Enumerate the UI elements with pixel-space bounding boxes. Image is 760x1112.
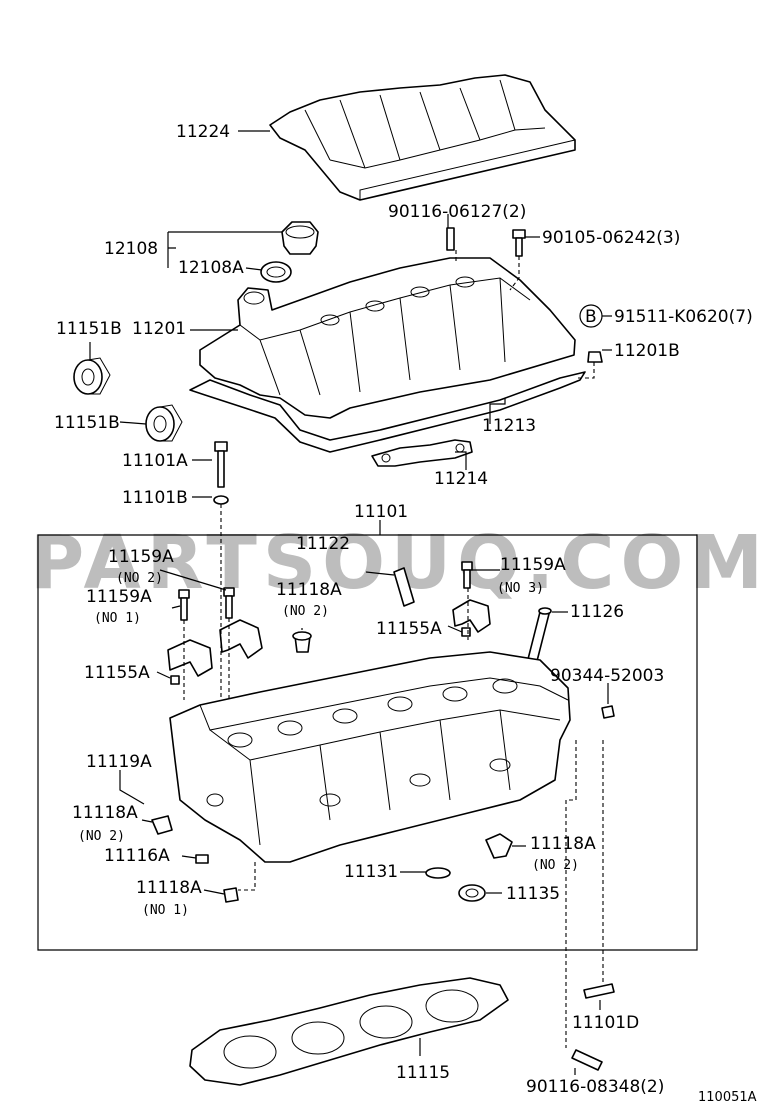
label-11151B-upper: 11151B — [56, 319, 122, 339]
cam-cap-11155A-left-part[interactable] — [167, 619, 263, 685]
label-11101: 11101 — [354, 502, 408, 522]
part-labels: 11224 90116-06127(2) 90105-06242(3) 1210… — [54, 122, 757, 1105]
label-11151B-lower: 11151B — [54, 413, 120, 433]
oil-filler-gasket-part[interactable] — [260, 261, 292, 283]
label-11115: 11115 — [396, 1063, 450, 1083]
label-11118A-bottom: 11118A — [136, 878, 202, 898]
label-11213: 11213 — [482, 416, 536, 436]
plug-11118A-top-part[interactable] — [292, 631, 312, 653]
figure-code: 110051A — [698, 1090, 757, 1105]
label-11159A-no3-sub: (NO 3) — [497, 581, 544, 596]
label-11155A-left: 11155A — [84, 663, 150, 683]
bolt-90105-06242-part[interactable] — [512, 229, 526, 257]
label-11101B: 11101B — [122, 488, 188, 508]
label-11159A-no1-sub: (NO 1) — [94, 611, 141, 626]
label-11118A-right: 11118A — [530, 834, 596, 854]
label-11119A: 11119A — [86, 752, 152, 772]
leader-lines — [89, 130, 612, 1075]
label-11122: 11122 — [296, 534, 350, 554]
seal-11135-part[interactable] — [458, 884, 486, 902]
label-11118A-top: 11118A — [276, 580, 342, 600]
pin-11122-part[interactable] — [393, 567, 415, 607]
label-11118A-right-sub: (NO 2) — [532, 858, 579, 873]
bearing-11151B-upper-part[interactable] — [73, 357, 111, 395]
assembly-frame — [37, 534, 698, 951]
alignment-dashes — [183, 250, 604, 1048]
bolt-11159A-no2-part[interactable] — [223, 587, 235, 619]
label-11224: 11224 — [176, 122, 230, 142]
o-ring-11131-part[interactable] — [425, 867, 451, 879]
plug-11118A-bottom-part[interactable] — [223, 887, 239, 903]
label-11214: 11214 — [434, 469, 488, 489]
label-90344-52003: 90344-52003 — [550, 666, 664, 686]
label-11159A-no2: 11159A — [108, 547, 174, 567]
label-11101A: 11101A — [122, 451, 188, 471]
bearing-11151B-lower-part[interactable] — [145, 404, 183, 442]
label-90116-06127: 90116-06127(2) — [388, 202, 526, 222]
label-11135: 11135 — [506, 884, 560, 904]
label-11118A-bottom-sub: (NO 1) — [142, 903, 189, 918]
head-gasket-part[interactable] — [189, 977, 509, 1086]
label-11155A-right: 11155A — [376, 619, 442, 639]
plug-tube-gasket-part[interactable] — [371, 439, 473, 467]
label-11118A-left: 11118A — [72, 803, 138, 823]
label-91511-k0620: 91511-K0620(7) — [614, 307, 753, 327]
label-12108A: 12108A — [178, 258, 244, 278]
label-12108: 12108 — [104, 239, 158, 259]
pin-11116A-part[interactable] — [195, 854, 209, 864]
bolt-90116-06127-part[interactable] — [446, 227, 455, 251]
label-11118A-left-sub: (NO 2) — [78, 829, 125, 844]
washer-11101B-part[interactable] — [213, 495, 229, 505]
label-90105-06242: 90105-06242(3) — [542, 228, 680, 248]
bolt-11159A-no3-part[interactable] — [461, 561, 473, 589]
label-11159A-no1: 11159A — [86, 587, 152, 607]
cylinder-head-part[interactable] — [169, 651, 571, 863]
label-11159A-no3: 11159A — [500, 555, 566, 575]
grommet-11201B-part[interactable] — [587, 351, 603, 363]
plug-11118A-left-part[interactable] — [151, 815, 173, 835]
label-11201B: 11201B — [614, 341, 680, 361]
head-cover-gasket-part[interactable] — [189, 371, 586, 453]
engine-cover-part[interactable] — [269, 74, 576, 201]
cylinder-head-cover-part[interactable] — [199, 257, 576, 419]
label-11201: 11201 — [132, 319, 186, 339]
label-11116A: 11116A — [104, 846, 170, 866]
label-11159A-no2-sub: (NO 2) — [116, 571, 163, 586]
bolt-11159A-no1-part[interactable] — [178, 589, 190, 621]
plug-90344-52003-part[interactable] — [601, 705, 615, 719]
label-90116-08348: 90116-08348(2) — [526, 1077, 664, 1097]
reference-circle-b: B — [579, 304, 603, 328]
stud-90116-08348-part[interactable] — [571, 1049, 603, 1071]
label-11126: 11126 — [570, 602, 624, 622]
label-11118A-top-sub: (NO 2) — [282, 604, 329, 619]
label-11101D: 11101D — [572, 1013, 639, 1033]
oil-filler-cap-part[interactable] — [281, 221, 319, 255]
reference-letter: B — [585, 307, 597, 327]
label-11131: 11131 — [344, 862, 398, 882]
watermark-text: PARTSOUQ.COM — [30, 520, 760, 606]
plug-11118A-right-part[interactable] — [485, 833, 513, 859]
head-bolt-11101A-part[interactable] — [214, 441, 228, 488]
stud-11101D-part[interactable] — [583, 983, 615, 999]
